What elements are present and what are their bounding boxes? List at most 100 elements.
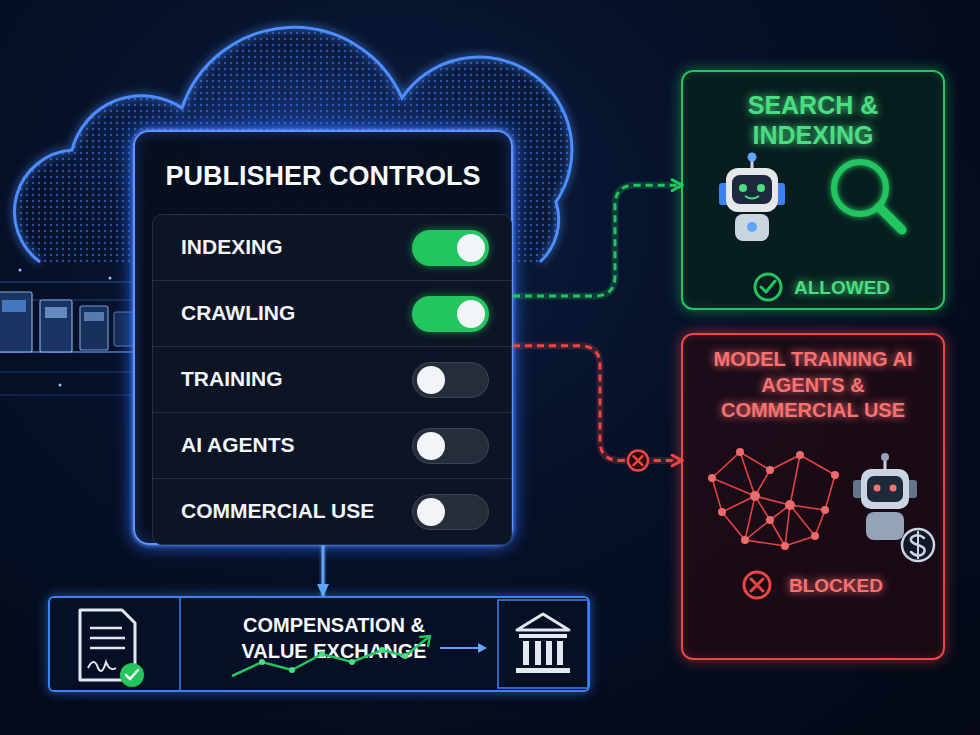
connector-glow — [320, 545, 327, 596]
robot-money-icon — [867, 476, 903, 502]
network-icon — [831, 471, 839, 479]
control-label: COMMERCIAL USE — [181, 479, 421, 543]
trend-line — [259, 659, 265, 665]
check-icon — [761, 281, 775, 292]
robot-icon — [745, 196, 759, 199]
blocked-icon — [744, 572, 770, 598]
robot-money-icon — [881, 453, 889, 461]
toggle-knob — [417, 498, 445, 526]
robot-icon — [774, 183, 785, 205]
robot-icon — [735, 214, 769, 241]
magnifier-icon — [879, 207, 902, 230]
robot-money-icon — [902, 529, 934, 561]
magnifier-icon — [834, 162, 902, 230]
connector-glow — [513, 346, 681, 461]
toggle-switch — [412, 428, 489, 464]
toggle-knob — [417, 366, 445, 394]
control-row: INDEXING — [152, 214, 512, 281]
allowed-box: SEARCH & INDEXING ALLOWED — [681, 70, 945, 310]
check-icon — [755, 274, 781, 300]
toggle-knob — [457, 300, 485, 328]
toggle-knob — [457, 234, 485, 262]
data-stream — [0, 282, 140, 283]
document-icon — [90, 637, 125, 640]
network-icon — [766, 516, 774, 524]
robot-money-icon — [866, 512, 904, 540]
document-icon — [88, 662, 116, 671]
data-stream — [40, 300, 72, 352]
robot-money-icon — [853, 453, 934, 561]
compensation-connector — [323, 545, 324, 596]
box-title: COMPENSATION & VALUE EXCHANGE — [220, 612, 448, 664]
control-label: AI AGENTS — [181, 413, 421, 477]
control-row: CRAWLING — [152, 280, 512, 347]
bank-icon — [557, 641, 563, 665]
trend-line — [420, 636, 430, 646]
robot-money-icon — [911, 535, 925, 555]
control-row: COMMERCIAL USE — [152, 478, 512, 545]
data-stream — [0, 395, 135, 396]
toggle-knob — [417, 432, 445, 460]
toggle-switch — [412, 230, 489, 266]
trend-line — [402, 653, 408, 659]
network-icon — [708, 448, 839, 550]
robot-money-icon — [890, 485, 897, 492]
network-icon — [708, 448, 839, 550]
network-icon — [785, 500, 795, 510]
blocked-connector — [513, 346, 681, 461]
robot-money-icon — [874, 485, 881, 492]
bank-icon — [498, 600, 588, 688]
document-icon — [90, 647, 125, 650]
robot-icon — [732, 175, 772, 204]
allowed-connector — [513, 185, 681, 296]
robot-money-icon — [853, 480, 863, 498]
blocked-box: MODEL TRAINING AI AGENTS & COMMERCIAL US… — [681, 333, 945, 660]
network-icon — [718, 508, 726, 516]
robot-icon — [719, 153, 785, 242]
block-mark — [634, 456, 643, 465]
data-stream — [84, 312, 104, 321]
data-stream — [0, 269, 150, 396]
bank-icon — [519, 634, 567, 638]
status-label: BLOCKED — [789, 575, 929, 598]
trend-line — [379, 647, 385, 653]
trend-line — [259, 647, 408, 673]
data-stream — [45, 307, 67, 318]
data-stream — [59, 384, 62, 387]
magnifier-icon — [834, 162, 886, 214]
compensation-box: COMPENSATION & VALUE EXCHANGE — [48, 596, 590, 692]
document-icon — [179, 598, 181, 690]
control-panel: PUBLISHER CONTROLS INDEXINGCRAWLINGTRAINI… — [133, 130, 513, 545]
robot-icon — [748, 153, 757, 162]
bank-icon — [498, 600, 588, 688]
data-stream — [109, 277, 112, 280]
connector-glow — [513, 185, 681, 296]
network-icon — [811, 532, 819, 540]
control-row: TRAINING — [152, 346, 512, 413]
robot-money-icon — [861, 469, 909, 509]
trend-line — [232, 636, 430, 676]
robot-money-icon — [907, 480, 917, 498]
bank-icon — [535, 641, 541, 665]
toggle-switch — [412, 296, 489, 332]
data-stream — [2, 300, 26, 312]
data-stream — [0, 292, 32, 352]
network-icon — [766, 466, 774, 474]
network-icon — [712, 452, 835, 546]
network-icon — [741, 536, 749, 544]
panel-title: PUBLISHER CONTROLS — [135, 160, 511, 192]
robot-icon — [726, 168, 778, 212]
robot-icon — [757, 184, 765, 192]
trend-line — [319, 651, 325, 657]
toggle-switch — [412, 362, 489, 398]
status-label: ALLOWED — [794, 277, 934, 300]
flow-arrow — [440, 643, 487, 653]
box-title: SEARCH & INDEXING — [713, 90, 913, 150]
allowed-connector — [513, 185, 681, 296]
blocked-icon — [751, 579, 763, 591]
document-icon — [80, 610, 135, 680]
control-label: TRAINING — [181, 347, 421, 411]
flow-arrow — [440, 647, 484, 649]
data-stream — [80, 306, 108, 350]
